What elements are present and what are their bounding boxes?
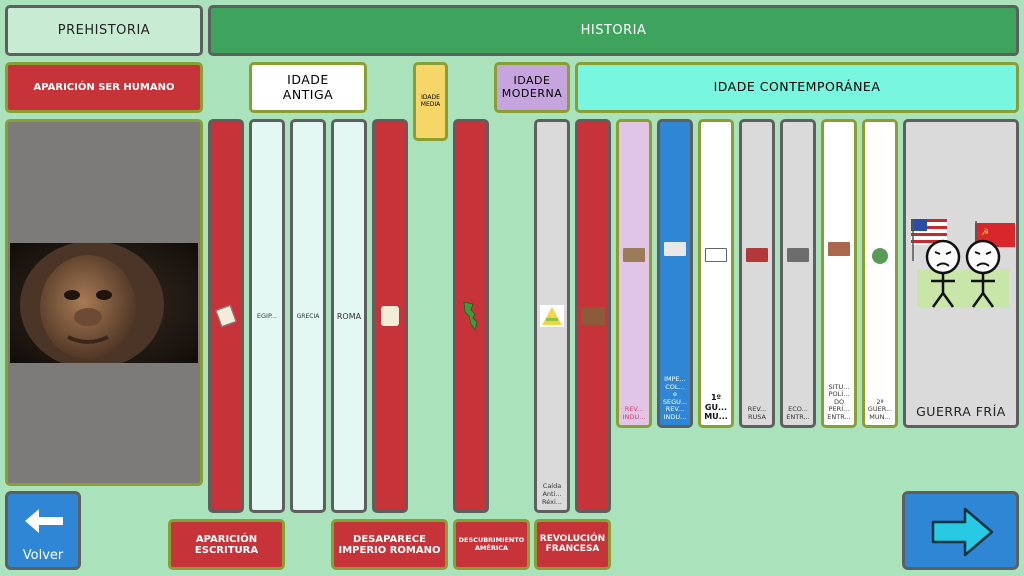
rome-label: ROMA — [336, 311, 362, 321]
world-map-icon — [664, 242, 686, 256]
middle-age-tile[interactable]: IDADE MEDIA — [413, 62, 448, 141]
ancient-age-tile[interactable]: IDADE ANTIGA — [249, 62, 367, 113]
america-event-button[interactable]: DESCUBRIMIENTO AMÉRICA — [453, 519, 530, 570]
sit-label-1: SITU... — [828, 382, 850, 391]
fall-label-3: Réxi... — [542, 497, 562, 506]
writing-event-button[interactable]: APARICIÓN ESCRITURA — [168, 519, 285, 570]
imp-label-6: INDU... — [663, 412, 687, 421]
history-tab[interactable]: HISTORIA — [208, 5, 1019, 56]
greece-label: GRECIA — [296, 312, 320, 320]
ww1-label-1: 1º — [710, 393, 722, 403]
imp-label-1: IMPE... — [664, 375, 686, 384]
column-interwar-politics[interactable]: SITU... POLÍ... DO PERÍ... ENTR... — [821, 119, 857, 428]
ww2-label-2: GUER... — [867, 405, 893, 414]
back-button[interactable]: Volver — [5, 491, 81, 570]
revolution-painting-icon — [581, 307, 605, 325]
appearance-human-tile[interactable]: APARICIÓN SER HUMANO — [5, 62, 203, 113]
fall-label-2: Anti... — [542, 489, 562, 498]
contemporary-age-tile[interactable]: IDADE CONTEMPORÁNEA — [575, 62, 1019, 113]
rus-label-2: RUSA — [748, 412, 766, 421]
column-ww2[interactable]: 2ª GUER... MUN... — [862, 119, 898, 428]
imp-label-3: e — [673, 390, 677, 399]
sit-label-5: ENTR... — [827, 412, 851, 421]
middle-age-line1: IDADE — [421, 93, 440, 101]
back-arrow-icon — [25, 509, 63, 533]
prehistory-label: PREHISTORIA — [57, 23, 151, 38]
back-label: Volver — [22, 548, 64, 563]
ww1-label-2: GU... — [704, 402, 728, 412]
history-label: HISTORIA — [580, 23, 647, 38]
russian-revolution-icon — [746, 248, 768, 262]
globe-icon — [872, 248, 888, 264]
sit-label-4: PERÍ... — [828, 405, 850, 414]
column-old-regime-fall[interactable]: Caída Anti... Réxi... — [534, 119, 570, 513]
factory-icon — [623, 248, 645, 262]
column-writing[interactable] — [208, 119, 244, 513]
early-human-panel[interactable] — [5, 119, 203, 486]
column-ww1[interactable]: 1º GU... MU... — [698, 119, 734, 428]
column-rome[interactable]: ROMA — [331, 119, 367, 513]
cold-war-icon: ☭ — [911, 219, 1015, 308]
crowd-icon — [787, 248, 809, 262]
imp-label-4: SEGU... — [662, 397, 688, 406]
scroll-icon — [215, 304, 237, 328]
soldiers-icon — [705, 248, 727, 262]
french-revolution-event-line1: REVOLUCIÓN — [539, 533, 606, 544]
column-russian-revolution[interactable]: REV... RUSA — [739, 119, 775, 428]
column-french-revolution[interactable] — [575, 119, 611, 513]
america-event-line2: AMÉRICA — [474, 543, 509, 552]
egypt-label: EGIP... — [256, 312, 278, 320]
french-revolution-event-button[interactable]: REVOLUCIÓN FRANCESA — [534, 519, 611, 570]
rome-fall-event-line1: DESAPARECE — [353, 533, 426, 545]
column-industrial-revolution[interactable]: REV... INDU... — [616, 119, 652, 428]
cold-war-label: GUERRA FRÍA — [916, 404, 1006, 419]
modern-age-tile[interactable]: IDADE MODERNA — [494, 62, 570, 113]
america-event-line1: DESCUBRIMIENTO — [458, 536, 525, 545]
america-map-icon — [463, 301, 478, 331]
early-human-photo — [10, 243, 198, 363]
ww2-label-1: 2ª — [876, 397, 884, 406]
column-interwar-economy[interactable]: ECO... ENTR... — [780, 119, 816, 428]
eco-label-1: ECO... — [788, 405, 808, 414]
appearance-human-label: APARICIÓN SER HUMANO — [33, 82, 175, 93]
eco-label-2: ENTR... — [786, 412, 810, 421]
modern-age-line1: IDADE — [513, 73, 551, 87]
prehistory-tab[interactable]: PREHISTORIA — [5, 5, 203, 56]
contemporary-age-label: IDADE CONTEMPORÁNEA — [713, 79, 881, 95]
column-rome-fall[interactable] — [372, 119, 408, 513]
sit-label-2: POLÍ... — [828, 390, 850, 399]
ancient-age-line2: ANTIGA — [282, 86, 334, 102]
social-pyramid-icon — [540, 305, 564, 327]
rome-fall-event-button[interactable]: DESAPARECE IMPERIO ROMANO — [331, 519, 448, 570]
ind-rev-label-2: INDU... — [622, 412, 646, 421]
sit-label-3: DO — [833, 397, 845, 406]
fall-label-1: Caída — [542, 481, 562, 490]
ww2-label-3: MUN... — [869, 412, 891, 421]
column-cold-war[interactable]: ☭ GUERRA FRÍA — [903, 119, 1019, 428]
column-imperialism[interactable]: IMPE... COL... e SEGU... REV... INDU... — [657, 119, 693, 428]
next-button[interactable] — [902, 491, 1019, 570]
ancient-age-line1: IDADE — [287, 72, 329, 88]
forward-arrow-icon — [931, 507, 994, 557]
writing-event-line1: APARICIÓN — [195, 533, 258, 545]
svg-text:☭: ☭ — [981, 228, 989, 238]
column-greece[interactable]: GRECIA — [290, 119, 326, 513]
middle-age-line2: MEDIA — [420, 100, 441, 108]
french-revolution-event-line2: FRANCESA — [545, 543, 600, 554]
rally-icon — [828, 242, 850, 256]
roman-soldier-icon — [381, 306, 399, 326]
imp-label-5: REV... — [665, 405, 685, 414]
imp-label-2: COL... — [665, 382, 685, 391]
writing-event-line2: ESCRITURA — [194, 544, 259, 556]
ind-rev-label-1: REV... — [624, 405, 644, 414]
column-egypt[interactable]: EGIP... — [249, 119, 285, 513]
rus-label-1: REV... — [747, 405, 767, 414]
rome-fall-event-line2: IMPERIO ROMANO — [338, 544, 441, 556]
column-america[interactable] — [453, 119, 489, 513]
modern-age-line2: MODERNA — [501, 86, 563, 100]
ww1-label-3: MU... — [704, 411, 728, 421]
